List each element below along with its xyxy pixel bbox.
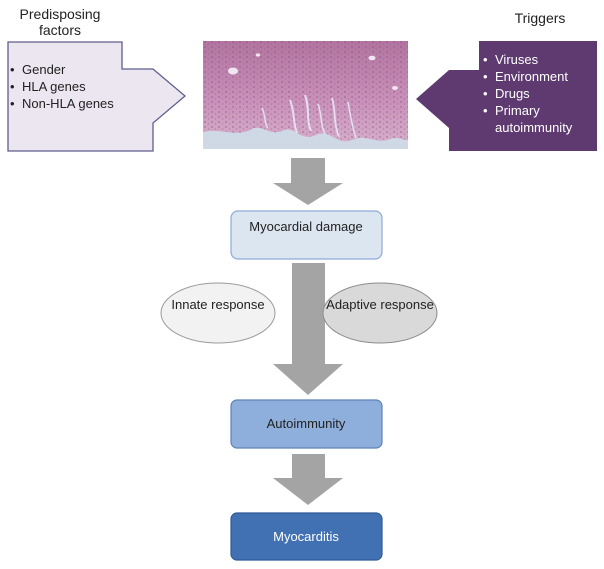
trigger-item-viruses: Viruses xyxy=(481,51,591,68)
arrow-to-myocarditis xyxy=(273,454,343,505)
trigger-item-drugs: Drugs xyxy=(481,85,591,102)
predisposing-item-non-hla: Non-HLA genes xyxy=(8,95,118,112)
arrow-to-autoimmunity xyxy=(273,263,343,395)
predisposing-list: Gender HLA genes Non-HLA genes xyxy=(8,61,118,112)
innate-response-label: Innate response xyxy=(171,297,265,312)
histology-micrograph xyxy=(203,41,408,149)
trigger-item-primary-autoimmunity: Primary autoimmunity xyxy=(481,102,591,136)
myocardial-damage-box xyxy=(230,210,383,260)
myocarditis-label: Myocarditis xyxy=(273,529,339,544)
adaptive-response-label: Adaptive response xyxy=(326,297,434,312)
adaptive-response-ellipse xyxy=(322,282,438,344)
myocarditis-box xyxy=(230,512,383,561)
predisposing-item-gender: Gender xyxy=(8,61,118,78)
innate-response-ellipse xyxy=(160,282,276,344)
autoimmunity-box xyxy=(230,399,383,449)
predisposing-item-hla: HLA genes xyxy=(8,78,118,95)
myocardial-damage-label: Myocardial damage xyxy=(249,219,363,234)
trigger-item-environment: Environment xyxy=(481,68,591,85)
triggers-list: Viruses Environment Drugs Primary autoim… xyxy=(481,51,591,136)
predisposing-heading: Predisposing factors xyxy=(19,6,101,38)
autoimmunity-label: Autoimmunity xyxy=(266,416,346,431)
arrow-to-damage xyxy=(273,158,343,205)
triggers-heading: Triggers xyxy=(514,10,566,26)
